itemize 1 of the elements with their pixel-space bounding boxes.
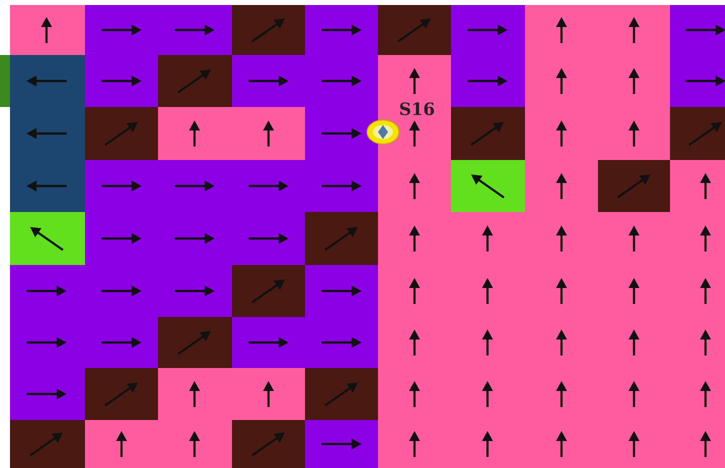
state-label: S16: [399, 100, 435, 120]
